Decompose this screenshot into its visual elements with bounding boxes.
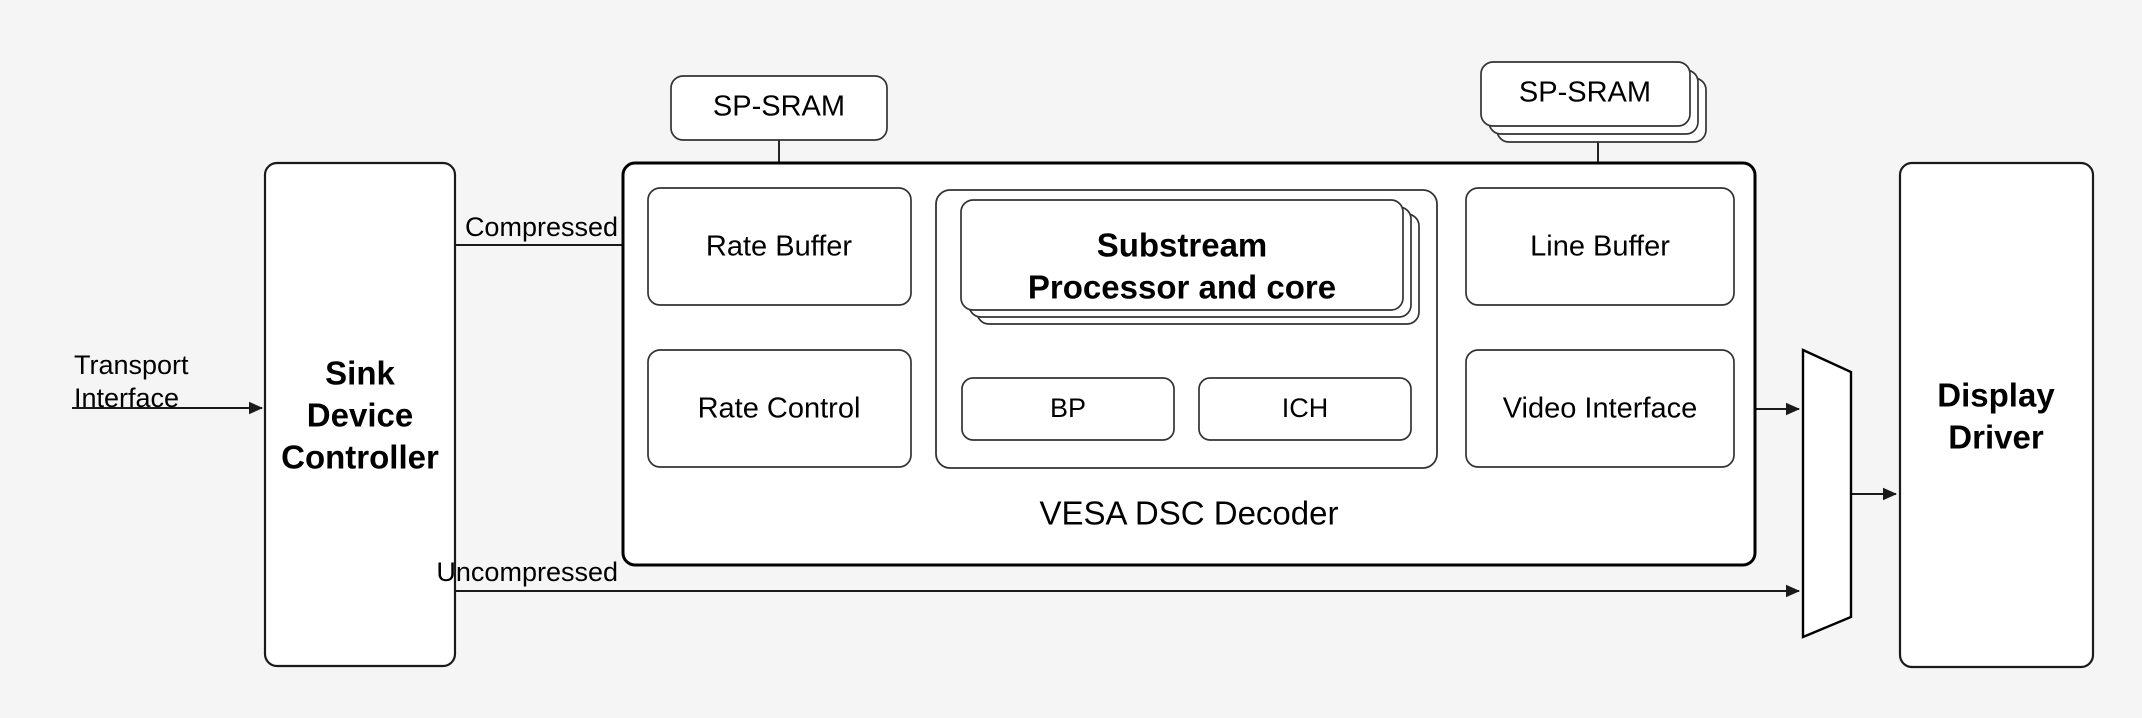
display-driver-block[interactable] <box>1898 161 2095 669</box>
sink-device-controller-block[interactable] <box>263 161 457 668</box>
sram-right-label: SP-SRAM <box>1519 77 1651 109</box>
uncompressed-label: Uncompressed <box>436 557 618 587</box>
line-buffer-label: Line Buffer <box>1530 231 1670 263</box>
ich-block[interactable] <box>1198 377 1412 441</box>
sram-left-label: SP-SRAM <box>713 91 845 123</box>
bp-label: BP <box>1050 393 1086 423</box>
display-driver-label-line1: Display <box>1937 377 2055 414</box>
display-driver-label-line2: Driver <box>1948 419 2044 456</box>
transport-interface-label-line2: Interface <box>74 383 179 413</box>
vesa-dsc-decoder-title: VESA DSC Decoder <box>1040 495 1339 532</box>
substream-processor-label-line2: Processor and core <box>1028 269 1336 306</box>
sink-device-controller-label-line2: Device <box>307 397 413 434</box>
rate-buffer-block[interactable] <box>647 187 912 306</box>
substream-processor-block[interactable] <box>960 199 1404 311</box>
sink-device-controller-label-line1: Sink <box>325 355 395 392</box>
ich-label: ICH <box>1282 393 1329 423</box>
rate-control-label: Rate Control <box>698 393 861 425</box>
transport-interface-label-line1: Transport <box>74 350 189 380</box>
sram-right-block[interactable] <box>1480 61 1691 127</box>
sram-left-block[interactable] <box>670 75 888 141</box>
video-interface-label: Video Interface <box>1503 393 1698 425</box>
rate-buffer-label: Rate Buffer <box>706 231 853 263</box>
output-mux-block[interactable] <box>1801 348 1853 639</box>
substream-processor-label-line1: Substream <box>1097 227 1268 264</box>
bp-block[interactable] <box>961 377 1175 441</box>
compressed-label: Compressed <box>465 212 618 242</box>
line-buffer-block[interactable] <box>1465 187 1735 306</box>
video-interface-block[interactable] <box>1465 349 1735 468</box>
sink-device-controller-label-line3: Controller <box>281 439 439 476</box>
rate-control-block[interactable] <box>647 349 912 468</box>
